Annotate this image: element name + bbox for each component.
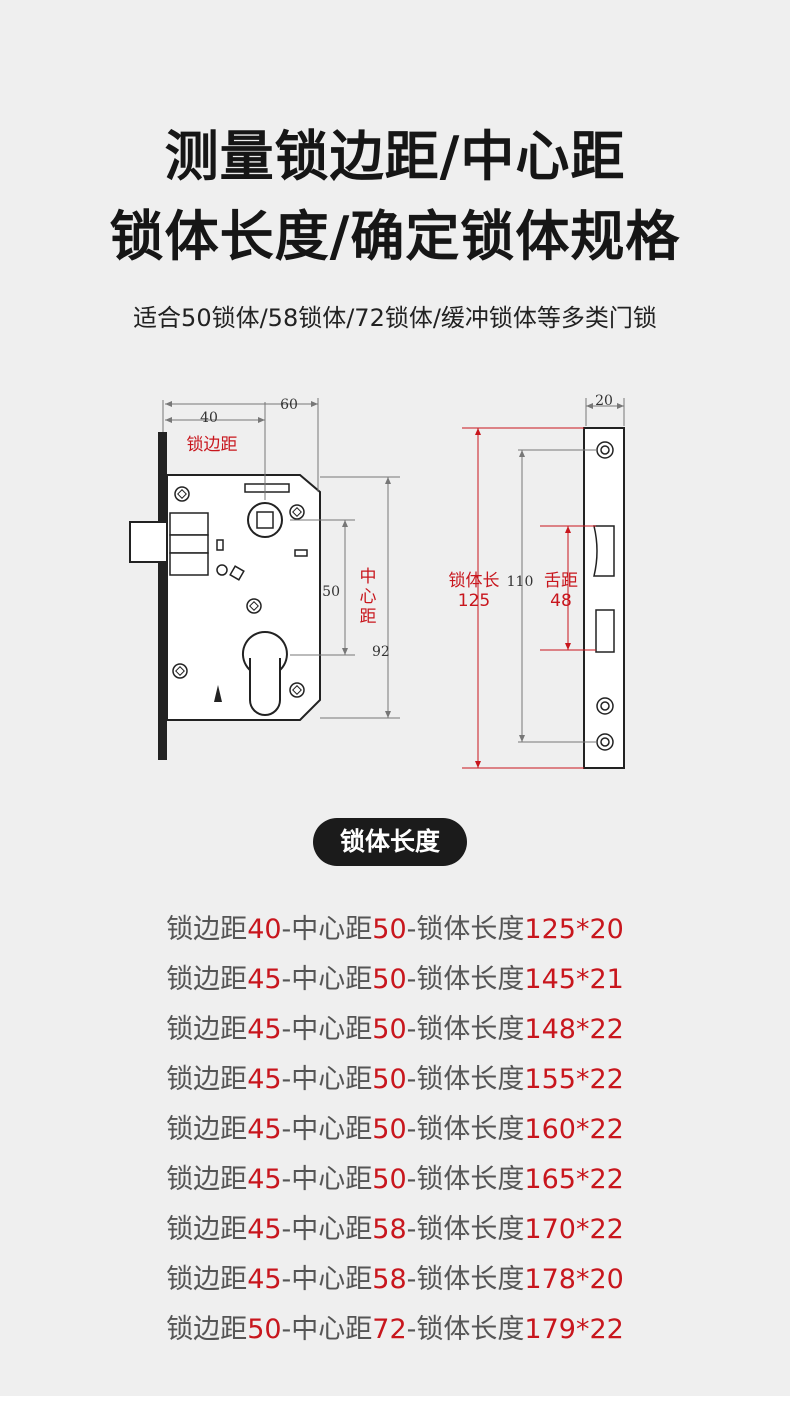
spec-center-value: 50 [372, 1114, 407, 1145]
spec-length-label: -锁体长度 [406, 1164, 525, 1195]
page-title-line-2: 锁体长度/确定锁体规格 [109, 205, 681, 268]
follower-square [256, 511, 274, 529]
spec-center-label: -中心距 [281, 1164, 373, 1195]
spec-backset-label: 锁边距 [166, 914, 248, 945]
spec-row: 锁边距45-中心距58-锁体长度178*20 [0, 1255, 790, 1305]
top-slot [244, 483, 290, 493]
spec-length-label: -锁体长度 [406, 914, 525, 945]
spec-length-label: -锁体长度 [406, 1314, 525, 1345]
spec-length-label: -锁体长度 [406, 964, 525, 995]
spec-size-value: 155*22 [524, 1064, 624, 1095]
spec-center-label: -中心距 [281, 1014, 373, 1045]
label-center-char-3: 距 [360, 607, 377, 627]
dim-110: 110 [507, 574, 534, 590]
spec-center-label: -中心距 [281, 1114, 373, 1145]
spec-backset-label: 锁边距 [166, 1114, 248, 1145]
lock-front-view: 40 60 50 92 锁边距 中 心 距 [129, 397, 400, 760]
spec-center-value: 58 [372, 1264, 407, 1295]
spec-size-value: 125*20 [524, 914, 624, 945]
spec-center-value: 50 [372, 1014, 407, 1045]
spec-backset-value: 45 [247, 964, 282, 995]
spec-size-value: 179*22 [524, 1314, 624, 1345]
page-title-line-1: 测量锁边距/中心距 [164, 125, 626, 188]
faceplate-side [583, 427, 625, 769]
spec-backset-value: 45 [247, 1264, 282, 1295]
faceplate [158, 432, 167, 760]
latch-guide [169, 512, 209, 536]
spec-center-label: -中心距 [281, 1064, 373, 1095]
spec-backset-label: 锁边距 [166, 1314, 248, 1345]
spec-length-label: -锁体长度 [406, 1264, 525, 1295]
spec-backset-label: 锁边距 [166, 1164, 248, 1195]
spec-size-value: 148*22 [524, 1014, 624, 1045]
faceplate-side-view: 20 110 锁体长 125 舌距 48 [449, 393, 625, 769]
label-latch-distance: 舌距 [544, 571, 578, 591]
lock-body-dimension-diagram: 40 60 50 92 锁边距 中 心 距 [129, 393, 625, 769]
spec-row: 锁边距50-中心距72-锁体长度179*22 [0, 1305, 790, 1355]
spec-center-value: 50 [372, 964, 407, 995]
spec-row: 锁边距45-中心距50-锁体长度165*22 [0, 1155, 790, 1205]
spec-backset-value: 45 [247, 1164, 282, 1195]
label-latch-distance-value: 48 [550, 591, 572, 611]
spec-backset-label: 锁边距 [166, 1264, 248, 1295]
spec-row: 锁边距45-中心距50-锁体长度145*21 [0, 955, 790, 1005]
spec-center-label: -中心距 [281, 914, 373, 945]
label-lock-length: 锁体长 [449, 571, 500, 591]
spec-center-value: 72 [372, 1314, 407, 1345]
spec-size-value: 178*20 [524, 1264, 624, 1295]
section-label-pill: 锁体长度 [313, 818, 467, 866]
spec-row: 锁边距45-中心距58-锁体长度170*22 [0, 1205, 790, 1255]
spec-backset-label: 锁边距 [166, 1064, 248, 1095]
spec-backset-value: 45 [247, 1114, 282, 1145]
spec-center-label: -中心距 [281, 1214, 373, 1245]
dim-92: 92 [372, 644, 390, 660]
spec-center-label: -中心距 [281, 964, 373, 995]
spec-backset-label: 锁边距 [166, 964, 248, 995]
latch-bolt [129, 521, 168, 563]
dim-center-50: 50 [322, 584, 340, 600]
page-subtitle: 适合50锁体/58锁体/72锁体/缓冲锁体等多类门锁 [133, 304, 657, 332]
spec-row: 锁边距45-中心距50-锁体长度160*22 [0, 1105, 790, 1155]
spec-size-value: 165*22 [524, 1164, 624, 1195]
bottom-edge [0, 1396, 790, 1402]
label-center-char-1: 中 [360, 567, 377, 587]
spec-backset-value: 50 [247, 1314, 282, 1345]
spec-length-label: -锁体长度 [406, 1214, 525, 1245]
cylinder-hole [249, 658, 281, 716]
spec-row: 锁边距45-中心距50-锁体长度148*22 [0, 1005, 790, 1055]
spec-center-value: 58 [372, 1214, 407, 1245]
spec-backset-value: 40 [247, 914, 282, 945]
spec-length-label: -锁体长度 [406, 1114, 525, 1145]
spec-backset-value: 45 [247, 1214, 282, 1245]
spec-length-label: -锁体长度 [406, 1014, 525, 1045]
spec-size-value: 160*22 [524, 1114, 624, 1145]
spec-backset-label: 锁边距 [166, 1214, 248, 1245]
spec-row: 锁边距40-中心距50-锁体长度125*20 [0, 905, 790, 955]
spec-backset-value: 45 [247, 1064, 282, 1095]
spec-backset-label: 锁边距 [166, 1014, 248, 1045]
spec-center-value: 50 [372, 1064, 407, 1095]
spec-size-value: 145*21 [524, 964, 624, 995]
spec-backset-value: 45 [247, 1014, 282, 1045]
spec-row: 锁边距45-中心距50-锁体长度155*22 [0, 1055, 790, 1105]
spec-center-value: 50 [372, 914, 407, 945]
spec-center-value: 50 [372, 1164, 407, 1195]
label-lock-length-value: 125 [458, 591, 490, 611]
screw-holes [172, 486, 305, 698]
spec-center-label: -中心距 [281, 1314, 373, 1345]
label-backset: 锁边距 [187, 435, 238, 455]
spec-size-value: 170*22 [524, 1214, 624, 1245]
spec-center-label: -中心距 [281, 1264, 373, 1295]
dim-60: 60 [280, 397, 298, 413]
dim-backset-40: 40 [200, 410, 218, 426]
dim-20: 20 [595, 393, 613, 409]
spec-length-label: -锁体长度 [406, 1064, 525, 1095]
label-center-char-2: 心 [360, 587, 377, 607]
latch-opening [593, 525, 615, 577]
deadbolt-opening [595, 609, 615, 653]
